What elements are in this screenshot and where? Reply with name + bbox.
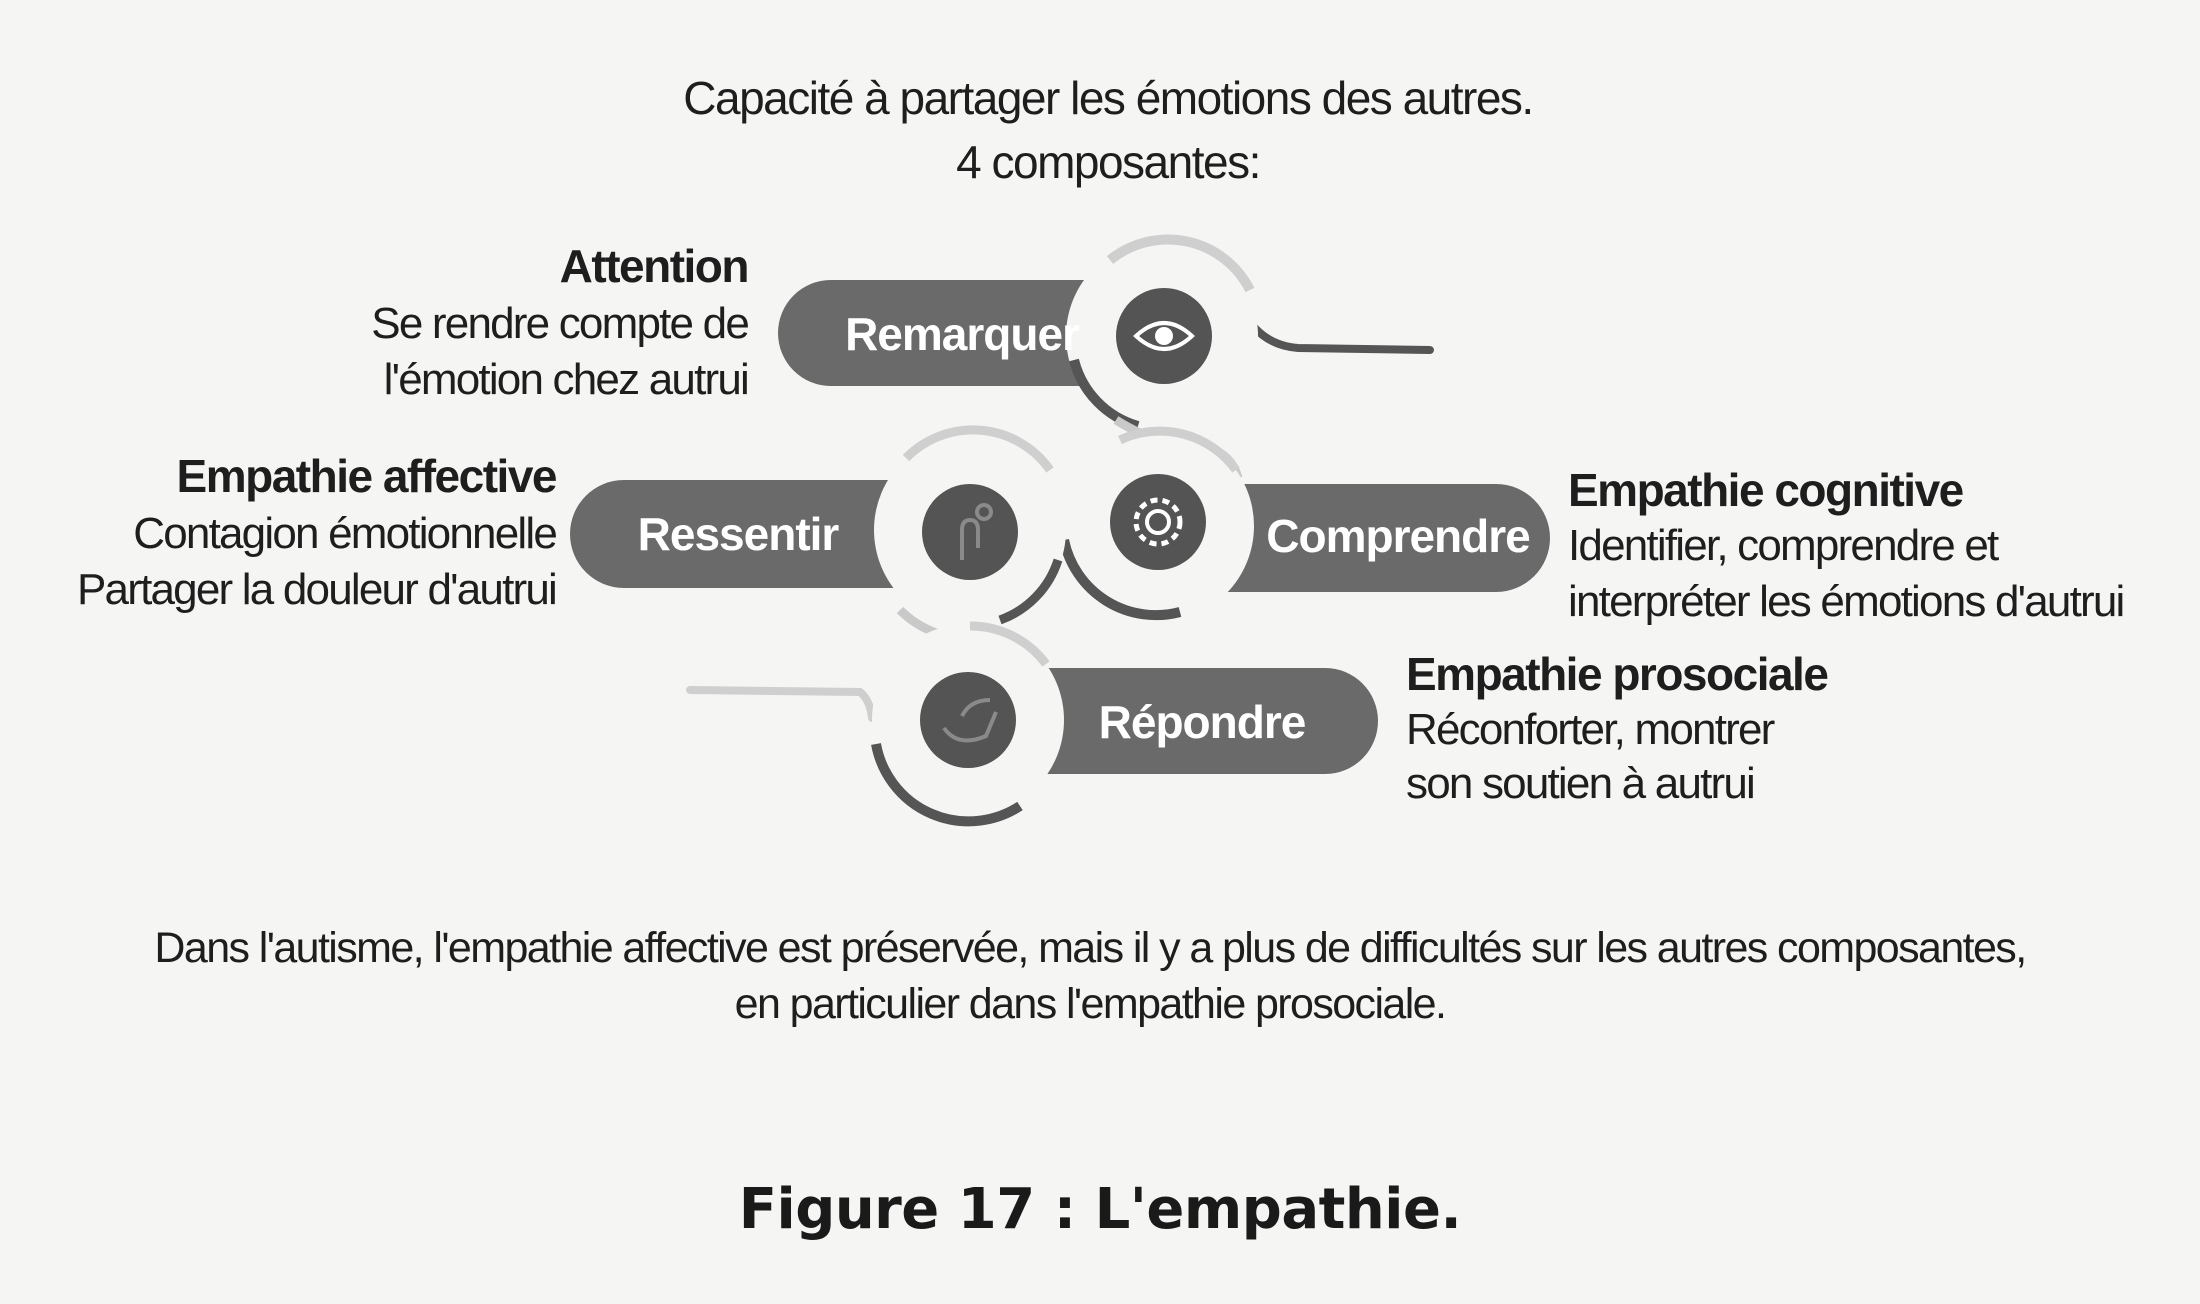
title-attention: Attention <box>560 240 748 292</box>
gear-icon <box>1133 497 1183 547</box>
disc-ressentir <box>922 484 1018 580</box>
intro-line-2: 4 composantes: <box>956 136 1260 188</box>
label-repondre: Répondre <box>1099 696 1306 748</box>
note-line-1: Dans l'autisme, l'empathie affective est… <box>154 924 2025 972</box>
intro-line-1: Capacité à partager les émotions des aut… <box>683 72 1532 124</box>
arc-repondre-dark <box>871 743 1023 827</box>
pill-repondre <box>990 668 1378 774</box>
title-prosociale: Empathie prosociale <box>1406 648 1828 700</box>
arc-ressentir-light <box>902 425 1054 473</box>
title-cognitive: Empathie cognitive <box>1568 464 1964 516</box>
arc-ressentir-dark <box>998 558 1063 625</box>
eye-icon <box>1133 321 1195 351</box>
annotation-attention: Attention Se rendre compte de l'émotion … <box>371 240 750 404</box>
annotation-cognitive: Empathie cognitive Identifier, comprendr… <box>1568 464 2125 626</box>
hand-icon <box>960 503 993 560</box>
arc-comprendre-light <box>1118 426 1240 473</box>
label-remarquer: Remarquer <box>845 308 1080 360</box>
desc-prosociale-2: son soutien à autrui <box>1406 759 1754 808</box>
annotation-prosociale: Empathie prosociale Réconforter, montrer… <box>1406 648 1830 808</box>
desc-prosociale-1: Réconforter, montrer <box>1406 705 1775 754</box>
disc-comprendre <box>1110 474 1206 570</box>
helping-hand-icon <box>942 698 998 743</box>
arc-comprendre-dark <box>1059 538 1182 621</box>
step-comprendre: Comprendre <box>1059 426 1550 622</box>
arc-repondre-light <box>969 621 1050 667</box>
step-ressentir: Ressentir <box>570 425 1066 626</box>
label-ressentir: Ressentir <box>638 508 840 560</box>
step-repondre: Répondre <box>871 621 1378 827</box>
figure-caption: Figure 17 : L'empathie. <box>739 1177 1461 1242</box>
arc-remarquer-light <box>1106 234 1255 293</box>
bottom-tail-connector <box>686 686 876 722</box>
title-affective: Empathie affective <box>177 450 557 502</box>
note-line-2: en particulier dans l'empathie prosocial… <box>735 980 1446 1028</box>
desc-cognitive-2: interpréter les émotions d'autrui <box>1568 577 2124 626</box>
step-remarquer: Remarquer <box>778 234 1258 432</box>
desc-affective-2: Partager la douleur d'autrui <box>77 565 556 614</box>
desc-attention-1: Se rendre compte de <box>371 299 748 348</box>
label-comprendre: Comprendre <box>1266 510 1530 562</box>
pill-comprendre <box>1160 484 1550 592</box>
top-tail-connector <box>1236 301 1434 354</box>
annotation-affective: Empathie affective Contagion émotionnell… <box>77 450 558 614</box>
desc-attention-2: l'émotion chez autrui <box>384 355 748 404</box>
desc-affective-1: Contagion émotionnelle <box>133 509 556 558</box>
disc-repondre <box>920 672 1016 768</box>
desc-cognitive-1: Identifier, comprendre et <box>1568 521 1999 570</box>
